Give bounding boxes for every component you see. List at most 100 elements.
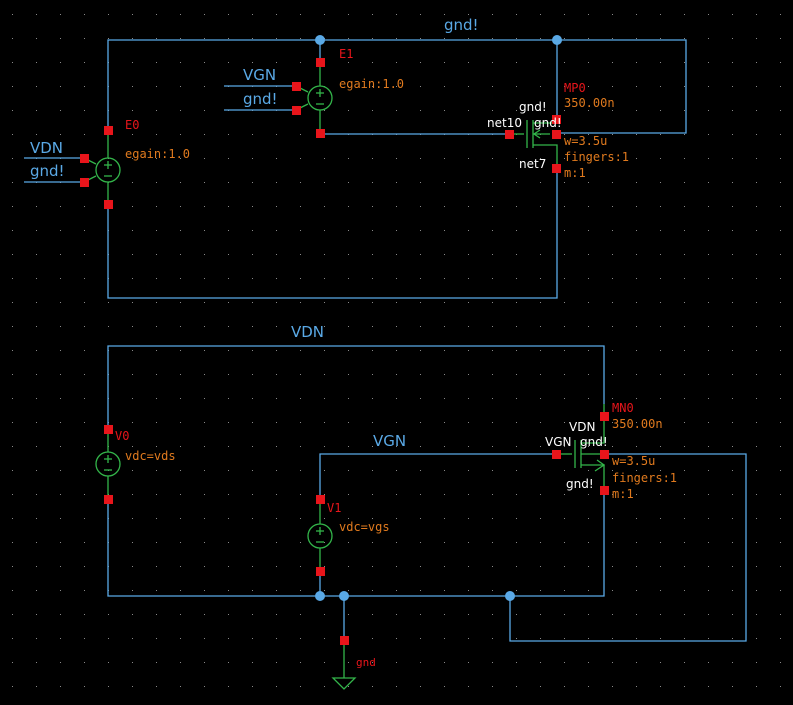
grid-dot [636,446,637,447]
grid-dot [156,302,157,303]
grid-dot [636,86,637,87]
grid-dot [348,494,349,495]
grid-dot [468,14,469,15]
grid-dot [420,62,421,63]
grid-dot [636,38,637,39]
ground-symbol[interactable] [331,636,357,690]
grid-dot [516,14,517,15]
grid-dot [660,134,661,135]
grid-dot [636,14,637,15]
grid-dot [660,374,661,375]
grid-dot [756,158,757,159]
grid-dot [228,182,229,183]
grid-dot [60,326,61,327]
grid-dot [348,182,349,183]
grid-dot [372,566,373,567]
grid-dot [348,278,349,279]
grid-dot [180,422,181,423]
grid-dot [444,14,445,15]
grid-dot [468,542,469,543]
grid-dot [708,206,709,207]
grid-dot [204,230,205,231]
grid-dot [300,662,301,663]
grid-dot [204,350,205,351]
grid-dot [36,470,37,471]
grid-dot [564,638,565,639]
grid-dot [132,590,133,591]
grid-dot [324,182,325,183]
e1-vcvs-symbol[interactable] [292,58,333,138]
grid-dot [564,518,565,519]
grid-dot [612,614,613,615]
v1-dc-source-symbol[interactable] [307,495,333,576]
grid-dot [60,62,61,63]
grid-dot [756,542,757,543]
grid-dot [60,38,61,39]
grid-dot [612,590,613,591]
bottom-circuit-wires[interactable] [107,345,747,642]
grid-dot [324,614,325,615]
grid-dot [708,470,709,471]
grid-dot [540,302,541,303]
grid-dot [564,278,565,279]
grid-dot [324,494,325,495]
grid-dot [228,278,229,279]
grid-dot [660,206,661,207]
grid-dot [492,638,493,639]
mp0-width-label: w=3.5u [564,134,607,148]
grid-dot [540,374,541,375]
grid-dot [228,158,229,159]
grid-dot [636,422,637,423]
grid-dot [660,470,661,471]
e0-vcvs-symbol[interactable] [80,126,121,209]
grid-dot [12,38,13,39]
grid-dot [372,422,373,423]
grid-dot [396,254,397,255]
grid-dot [780,494,781,495]
grid-dot [732,110,733,111]
grid-dot [420,38,421,39]
grid-dot [492,374,493,375]
grid-dot [36,446,37,447]
grid-dot [156,182,157,183]
grid-dot [612,350,613,351]
grid-dot [780,110,781,111]
grid-dot [12,638,13,639]
grid-dot [228,518,229,519]
ground-label: gnd [356,656,376,669]
grid-dot [180,614,181,615]
grid-dot [36,686,37,687]
junction-dot[interactable] [339,591,349,601]
grid-dot [84,518,85,519]
grid-dot [132,422,133,423]
grid-dot [780,350,781,351]
junction-dot[interactable] [552,35,562,45]
mp0-pmos-symbol[interactable] [505,115,561,173]
grid-dot [252,662,253,663]
grid-dot [228,134,229,135]
grid-dot [732,182,733,183]
grid-dot [540,350,541,351]
grid-dot [492,470,493,471]
grid-dot [612,230,613,231]
grid-dot [612,494,613,495]
mn0-nmos-symbol[interactable] [552,404,609,495]
junction-dot[interactable] [315,591,325,601]
grid-dot [300,206,301,207]
top-circuit-wires[interactable] [24,35,687,299]
grid-dot [84,86,85,87]
v0-dc-source-symbol[interactable] [95,425,121,504]
grid-dot [636,158,637,159]
grid-dot [660,422,661,423]
grid-dot [84,302,85,303]
junction-dot[interactable] [505,591,515,601]
grid-dot [564,302,565,303]
grid-dot [708,182,709,183]
grid-dot [420,470,421,471]
junction-dot[interactable] [315,35,325,45]
grid-dot [348,86,349,87]
grid-dot [348,518,349,519]
grid-dot [444,278,445,279]
grid-dot [180,38,181,39]
